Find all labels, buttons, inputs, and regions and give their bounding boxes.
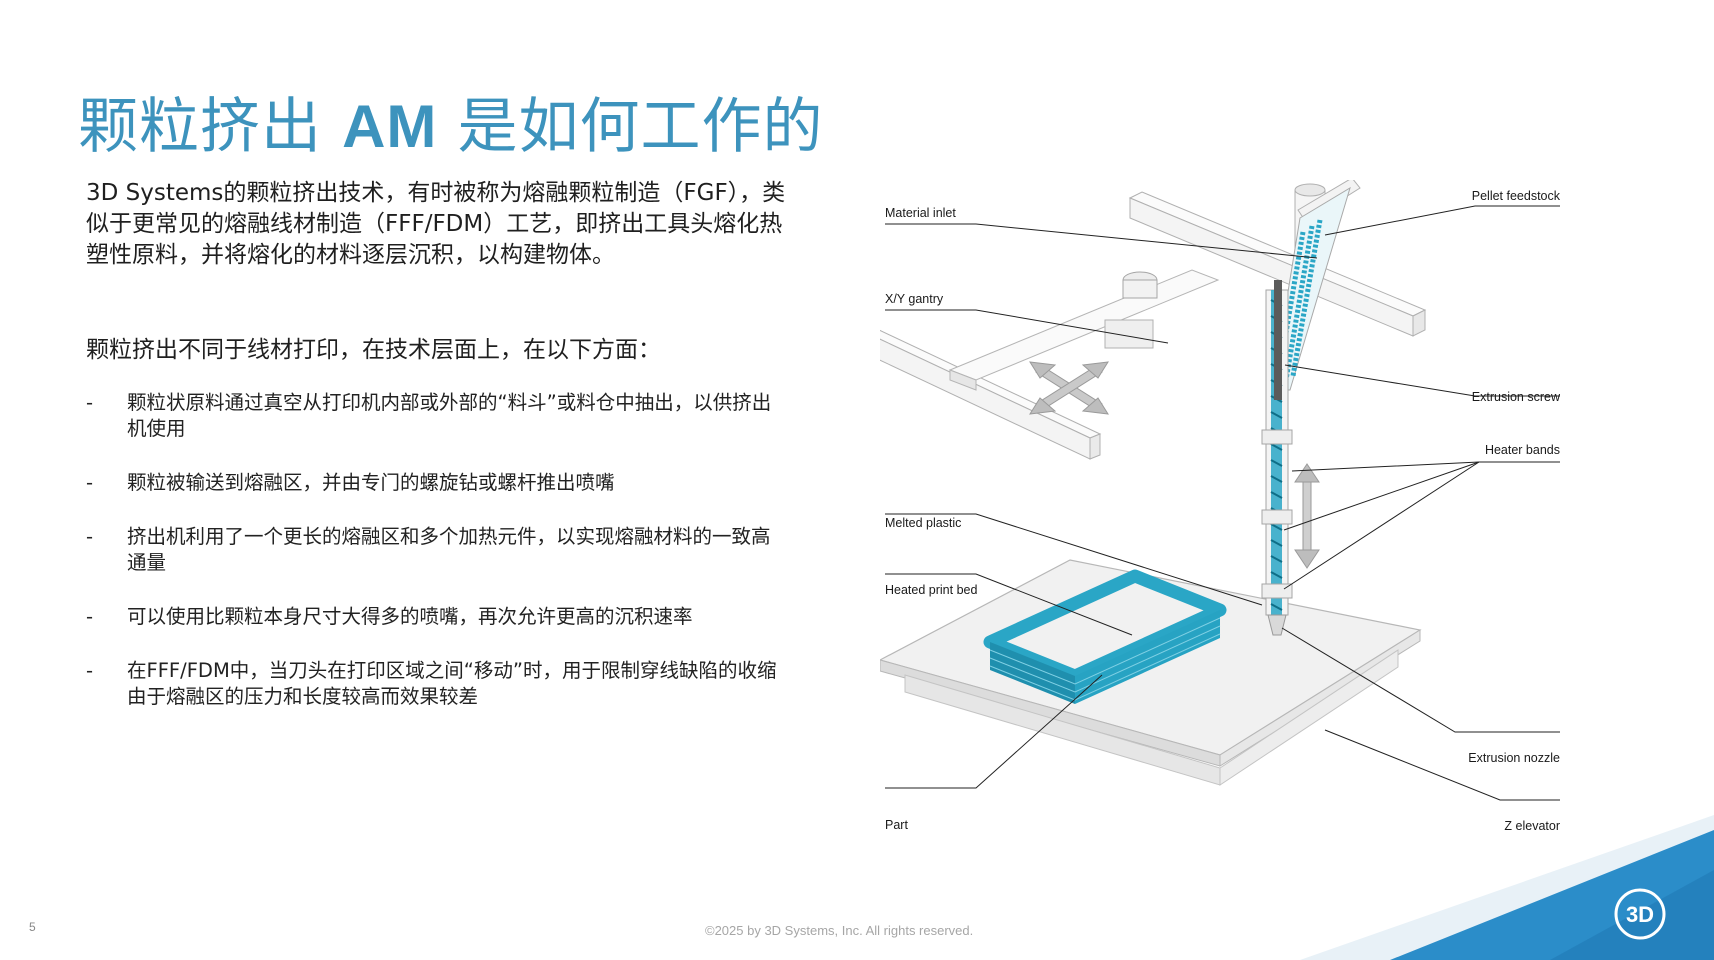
page-number: 5 <box>29 920 36 934</box>
bullet-item: - 在FFF/FDM中，当刀头在打印区域之间“移动”时，用于限制穿线缺陷的收缩由于… <box>86 658 786 710</box>
label-extrusion-screw: Extrusion screw <box>1472 390 1561 404</box>
dash-icon: - <box>86 605 94 628</box>
page-title: 颗粒挤出 AM 是如何工作的 <box>78 78 823 165</box>
bullet-text: 挤出机利用了一个更长的熔融区和多个加热元件，以实现熔融材料的一致高通量 <box>127 525 771 574</box>
label-heated-print-bed: Heated print bed <box>885 583 977 597</box>
corner-brand-graphic: 3D <box>1300 815 1714 960</box>
label-material-inlet: Material inlet <box>885 206 956 220</box>
printed-part <box>983 569 1227 704</box>
3d-systems-logo-icon: 3D <box>1614 888 1666 940</box>
move-arrows <box>1029 361 1320 569</box>
intro-paragraph: 3D Systems的颗粒挤出技术，有时被称为熔融颗粒制造（FGF），类似于更常… <box>86 180 786 268</box>
bullet-list: - 颗粒状原料通过真空从打印机内部或外部的“料斗”或料仓中抽出，以供挤出机使用 -… <box>86 390 786 710</box>
bullet-item: - 可以使用比颗粒本身尺寸大得多的喷嘴，再次允许更高的沉积速率 <box>86 604 786 630</box>
label-pellet-feedstock: Pellet feedstock <box>1472 189 1561 203</box>
dash-icon: - <box>86 659 94 682</box>
label-z-elevator: Z elevator <box>1504 819 1560 833</box>
copyright: ©2025 by 3D Systems, Inc. All rights res… <box>705 923 974 938</box>
bullet-item: - 颗粒被输送到熔融区，并由专门的螺旋钻或螺杆推出喷嘴 <box>86 470 786 496</box>
xy-gantry <box>880 191 1427 460</box>
dash-icon: - <box>86 525 94 548</box>
title-am: AM <box>342 93 438 160</box>
bullet-text: 颗粒被输送到熔融区，并由专门的螺旋钻或螺杆推出喷嘴 <box>127 471 615 494</box>
dash-icon: - <box>86 391 94 414</box>
label-extrusion-nozzle: Extrusion nozzle <box>1468 751 1560 765</box>
label-xy-gantry: X/Y gantry <box>885 292 944 306</box>
bullet-item: - 挤出机利用了一个更长的熔融区和多个加热元件，以实现熔融材料的一致高通量 <box>86 524 786 576</box>
callout-leaders <box>885 205 1560 801</box>
title-part-1: 颗粒挤出 <box>78 92 322 162</box>
label-part: Part <box>885 818 908 832</box>
bullet-text: 颗粒状原料通过真空从打印机内部或外部的“料斗”或料仓中抽出，以供挤出机使用 <box>127 391 772 440</box>
bullet-item: - 颗粒状原料通过真空从打印机内部或外部的“料斗”或料仓中抽出，以供挤出机使用 <box>86 390 786 442</box>
label-melted-plastic: Melted plastic <box>885 516 961 530</box>
dash-icon: - <box>86 471 94 494</box>
label-heater-bands: Heater bands <box>1485 443 1560 457</box>
pellet-extrusion-diagram: Material inlet X/Y gantry Melted plastic… <box>880 180 1561 833</box>
lead-sentence: 颗粒挤出不同于线材打印，在技术层面上，在以下方面： <box>86 337 661 363</box>
hopper-and-extruder <box>1122 180 1361 636</box>
bullet-text: 在FFF/FDM中，当刀头在打印区域之间“移动”时，用于限制穿线缺陷的收缩由于熔… <box>127 659 777 708</box>
bullet-text: 可以使用比颗粒本身尺寸大得多的喷嘴，再次允许更高的沉积速率 <box>127 605 693 628</box>
logo-text: 3D <box>1626 902 1654 927</box>
title-part-2: 是如何工作的 <box>457 92 824 162</box>
